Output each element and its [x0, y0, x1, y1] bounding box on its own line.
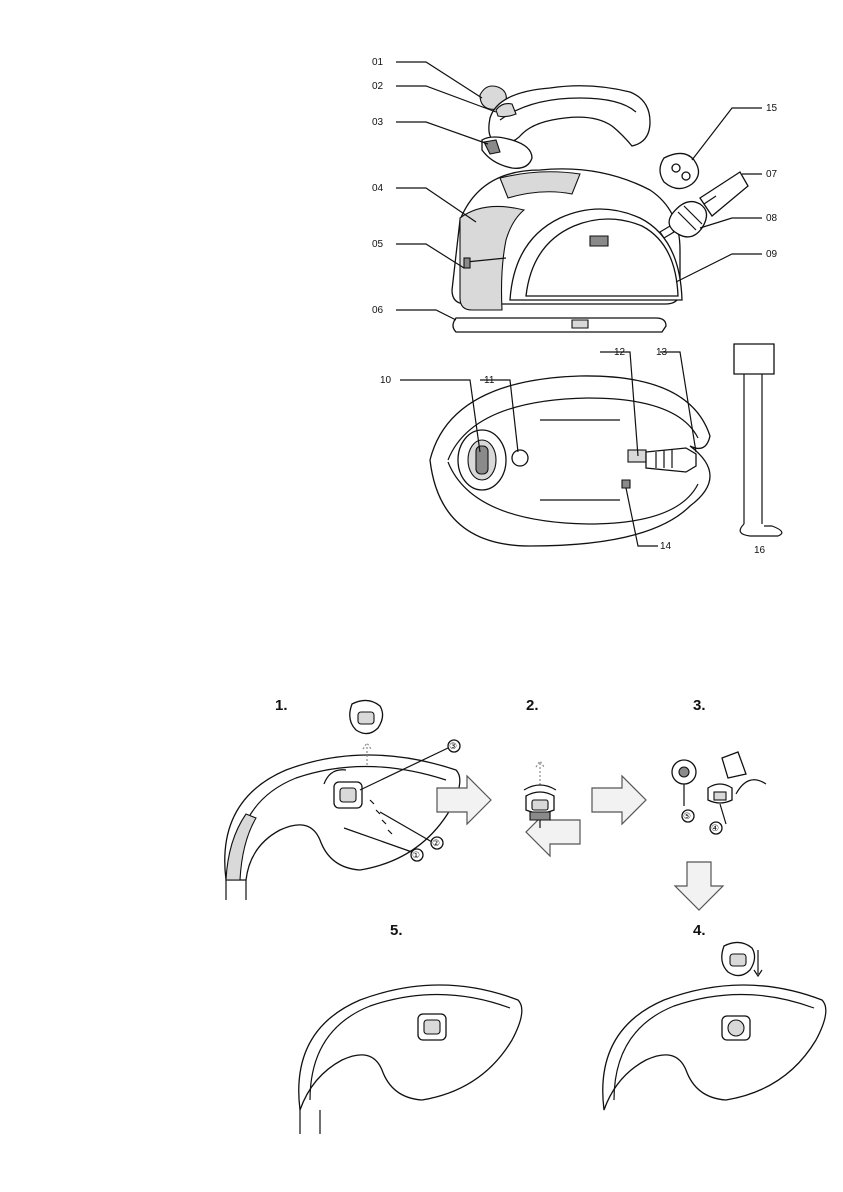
step3-parts-illustration: ⑤ ④: [672, 752, 766, 834]
callout-11: 11: [484, 375, 495, 386]
callout-09: 09: [766, 249, 778, 260]
callout-02: 02: [372, 81, 384, 92]
part-bottom-view: [430, 376, 710, 546]
part-07-nozzle: [700, 172, 748, 216]
arrow-step3-to-4: [675, 862, 723, 910]
step4-handle-illustration: [603, 942, 826, 1110]
step1-handle-illustration: ③ ② ①: [225, 700, 460, 900]
callout-16: 16: [754, 545, 766, 556]
part-body: [452, 169, 682, 310]
step5-handle-illustration: [299, 985, 522, 1134]
callout-12: 12: [614, 347, 626, 358]
callout-06: 06: [372, 305, 384, 316]
callout-13: 13: [656, 347, 668, 358]
part-03-trigger: [482, 137, 532, 168]
step-sequence: 1. 2. 3. 5. 4. ③ ② ①: [225, 697, 826, 1134]
callout-08: 08: [766, 213, 778, 224]
step3-circled-4: ④: [711, 824, 719, 834]
callout-07: 07: [766, 169, 778, 180]
step1-circled-2: ②: [432, 839, 440, 849]
callout-15: 15: [766, 103, 778, 114]
part-16-hook: [734, 344, 782, 536]
callout-10: 10: [380, 375, 392, 386]
arrow-step2-to-3: [592, 776, 646, 824]
step-label-3: 3.: [693, 697, 706, 714]
part-02-handle: [489, 86, 650, 146]
callout-01: 01: [372, 57, 384, 68]
step1-circled-1: ①: [412, 851, 420, 861]
callout-05: 05: [372, 239, 384, 250]
exploded-view: 01 02 03 04 05 06 07 08 09 10 11 12 13 1…: [372, 57, 782, 556]
callout-14: 14: [660, 541, 672, 552]
step-label-1: 1.: [275, 697, 288, 714]
step-label-2: 2.: [526, 697, 539, 714]
step-label-4: 4.: [693, 922, 706, 939]
step3-circled-5: ⑤: [683, 812, 691, 822]
step1-circled-3: ③: [449, 742, 457, 752]
step2-valve-illustration: [524, 761, 556, 828]
step-label-5: 5.: [390, 922, 403, 939]
callout-04: 04: [372, 183, 384, 194]
part-06-soleplate: [453, 318, 666, 332]
callout-03: 03: [372, 117, 384, 128]
